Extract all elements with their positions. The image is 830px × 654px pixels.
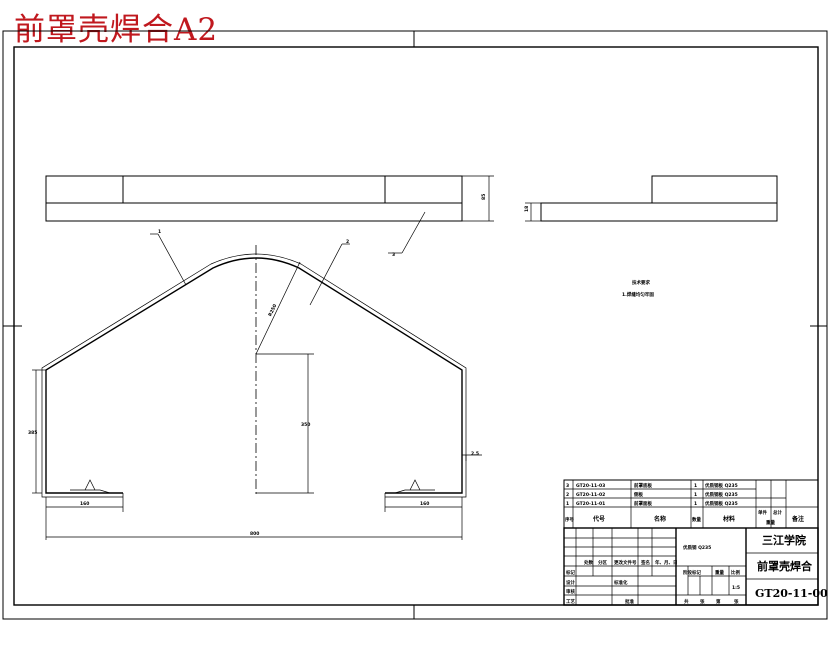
dim-foot-left: 160 — [80, 501, 89, 507]
tb-label-zone: 分区 — [598, 559, 607, 566]
tech-notes-line1: 1.焊缝均匀牢固 — [622, 291, 654, 298]
centering-marks — [3, 31, 827, 619]
dim-radius: R250 — [267, 303, 278, 317]
tb-label-sheet-2: 张 — [734, 598, 739, 605]
dim-overall-width: 800 — [250, 531, 259, 537]
outer-sheet-border — [2, 30, 828, 620]
tb-label-sign: 签名 — [640, 559, 650, 566]
parts-header-total: 总计 — [773, 509, 782, 516]
drawing-title: 前罩壳焊合A2 — [14, 12, 219, 48]
title-block — [563, 527, 819, 606]
tb-label-process: 工艺 — [566, 598, 575, 605]
tb-part-name: 前罩壳焊合 — [757, 559, 813, 573]
parts-row-2-code: GT20-11-02 — [576, 492, 605, 498]
parts-header-material: 材料 — [722, 515, 735, 523]
parts-row-1-material: 优质钢板 Q235 — [705, 500, 738, 507]
parts-row-1-seq: 1 — [566, 501, 569, 507]
parts-header-weight: 重量 — [766, 519, 775, 526]
dim-thickness: 2.5 — [471, 451, 479, 457]
balloon-3: 3 — [392, 252, 395, 258]
side-view — [525, 175, 778, 222]
parts-row-3-name: 前罩底板 — [634, 482, 652, 489]
front-view — [32, 211, 482, 540]
dim-foot-right: 160 — [420, 501, 429, 507]
parts-row-3-material: 优质钢板 Q235 — [705, 482, 738, 489]
dim-top-height: 85 — [481, 194, 487, 200]
parts-header-name: 名称 — [654, 515, 666, 523]
parts-header-unit: 单件 — [758, 509, 767, 516]
tb-scale-value: 1:5 — [732, 585, 740, 591]
tb-label-ratio: 比例 — [731, 569, 740, 576]
tb-label-sheet-1: 张 — [700, 598, 705, 605]
tb-label-approve: 批准 — [625, 598, 634, 605]
parts-row-3-seq: 3 — [566, 483, 569, 489]
parts-row-2-name: 侧板 — [634, 491, 643, 498]
balloon-2: 2 — [346, 239, 349, 245]
parts-row-1-qty: 1 — [694, 501, 697, 507]
tb-drawing-number: GT20-11-00 — [755, 587, 828, 600]
parts-row-3-qty: 1 — [694, 483, 697, 489]
tb-label-date: 年、月、日 — [655, 559, 678, 566]
parts-row-2-seq: 2 — [566, 492, 569, 498]
tech-notes-heading: 技术要求 — [632, 279, 650, 286]
tb-label-sheets-total: 共 — [684, 598, 689, 605]
parts-row-1-code: GT20-11-01 — [576, 501, 605, 507]
tb-label-standardize: 标准化 — [613, 579, 628, 586]
tb-school-name: 三江学院 — [762, 533, 806, 547]
tb-label-review: 审核 — [566, 588, 575, 595]
parts-row-1-name: 前罩面板 — [634, 500, 652, 507]
parts-header-seq: 序号 — [564, 516, 574, 523]
tb-label-weight: 重量 — [715, 569, 724, 576]
parts-row-2-qty: 1 — [694, 492, 697, 498]
parts-header-remark: 备注 — [791, 515, 804, 523]
dim-center-height: 350 — [301, 422, 310, 428]
tb-label-stage-mark: 阶段标记 — [683, 569, 701, 576]
parts-header-code: 代号 — [592, 515, 605, 523]
parts-row-3-code: GT20-11-03 — [576, 483, 605, 489]
radius-leader — [255, 261, 301, 355]
tb-label-count: 处数 — [583, 559, 593, 566]
tb-material-mark: 优质钢 Q235 — [683, 544, 711, 551]
tb-label-design: 设计 — [566, 579, 575, 586]
parts-row-2-material: 优质钢板 Q235 — [705, 491, 738, 498]
tb-label-change-doc: 更改文件号 — [614, 559, 637, 566]
parts-header-qty: 数量 — [692, 516, 701, 523]
dim-side-height: 18 — [524, 206, 530, 212]
tb-label-mark: 标记 — [565, 569, 575, 576]
tb-label-sheet-no: 第 — [716, 598, 721, 605]
balloon-1: 1 — [158, 229, 161, 235]
top-view — [45, 175, 494, 222]
dim-left-height: 385 — [28, 430, 37, 436]
